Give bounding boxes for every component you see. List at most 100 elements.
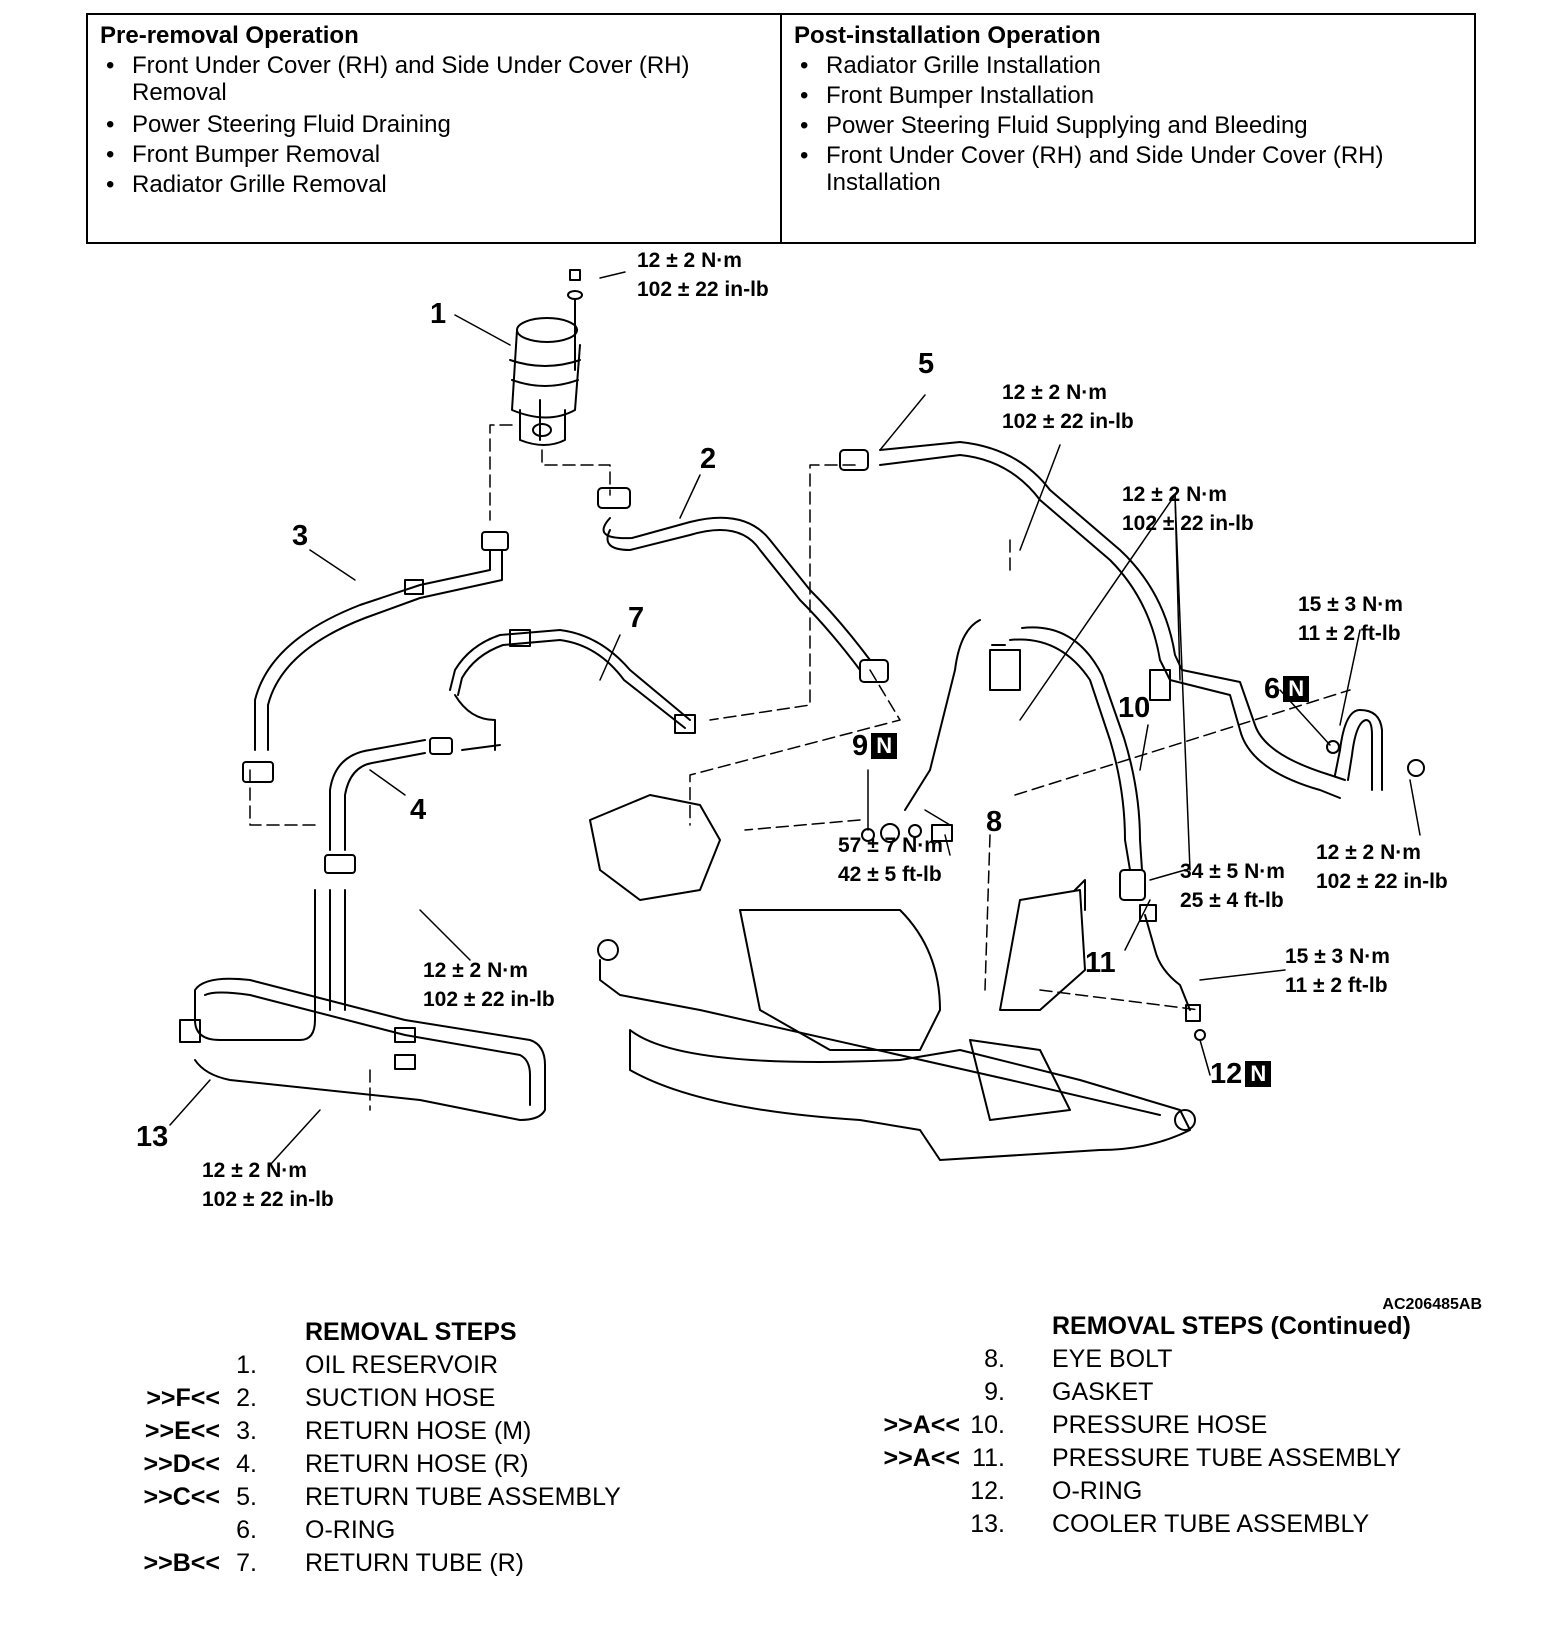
torque-imperial: 102 ± 22 in-lb <box>1316 870 1448 893</box>
figure-code: AC206485AB <box>1382 1296 1482 1313</box>
step-text: RETURN HOSE (R) <box>305 1450 529 1478</box>
step-number: 3. <box>236 1417 257 1445</box>
cooler-tube-assembly-drawing <box>179 889 546 1121</box>
new-part-mark: N <box>1245 1061 1272 1087</box>
step-text: RETURN TUBE ASSEMBLY <box>305 1483 621 1511</box>
suction-hose-drawing <box>597 487 889 683</box>
list-item: Radiator Grille Removal <box>106 170 768 200</box>
step-ref: >>A<< <box>883 1411 960 1439</box>
callout-12-number: 12 <box>1210 1058 1243 1090</box>
torque-metric: 12 ± 2 N·m <box>637 249 742 272</box>
step-text: O-RING <box>1052 1477 1143 1505</box>
callout-2: 2 <box>700 443 717 475</box>
return-hose-m-drawing <box>242 531 509 783</box>
return-tube-drawing <box>449 629 696 751</box>
torque-metric: 12 ± 2 N·m <box>423 959 528 982</box>
torque-metric: 12 ± 2 N·m <box>1002 381 1107 404</box>
callout-4: 4 <box>410 794 427 826</box>
step-number: 10. <box>970 1411 1005 1439</box>
step-number: 11. <box>972 1444 1005 1472</box>
torque-metric: 12 ± 2 N·m <box>1122 483 1227 506</box>
torque-imperial: 42 ± 5 ft-lb <box>838 863 942 886</box>
post-installation-list: Radiator Grille Installation Front Bumpe… <box>794 51 1462 195</box>
torque-imperial: 102 ± 22 in-lb <box>1002 410 1134 433</box>
list-item: Front Bumper Removal <box>106 140 768 170</box>
parts-drawing <box>169 269 1425 1166</box>
torque-leader-lines <box>269 271 1421 1166</box>
step-text: RETURN HOSE (M) <box>305 1417 532 1445</box>
removal-steps-title: REMOVAL STEPS <box>305 1318 517 1346</box>
step-number: 5. <box>236 1483 257 1511</box>
pre-removal-list: Front Under Cover (RH) and Side Under Co… <box>100 51 768 200</box>
list-item-text: Power Steering Fluid Draining <box>132 111 451 138</box>
list-item-text: Front Bumper Removal <box>132 141 381 168</box>
callout-13: 13 <box>136 1121 169 1153</box>
list-item: Power Steering Fluid Supplying and Bleed… <box>800 111 1462 141</box>
list-item: Radiator Grille Installation <box>800 51 1462 81</box>
torque-metric: 12 ± 2 N·m <box>1316 841 1421 864</box>
step-text: GASKET <box>1052 1378 1154 1406</box>
list-item: 12. O-RING <box>0 1475 1568 1508</box>
torque-imperial: 102 ± 22 in-lb <box>202 1188 334 1211</box>
callout-leader-lines <box>169 314 1331 1126</box>
step-number: 9. <box>984 1378 1005 1406</box>
torque-label: 12 ± 2 N·m 102 ± 22 in-lb <box>1316 838 1448 896</box>
list-item: Power Steering Fluid Draining <box>106 110 768 140</box>
torque-imperial: 102 ± 22 in-lb <box>423 988 555 1011</box>
callout-6-number: 6 <box>1264 673 1281 705</box>
step-ref: >>B<< <box>143 1549 220 1577</box>
step-number: 8. <box>984 1345 1005 1373</box>
callout-10: 10 <box>1118 692 1151 724</box>
operations-table: Pre-removal Operation Front Under Cover … <box>86 13 1476 244</box>
assembly-guide-lines <box>249 424 1351 1111</box>
callout-9-number: 9 <box>852 730 869 762</box>
step-ref: >>E<< <box>144 1417 220 1445</box>
list-item-text: Radiator Grille Removal <box>132 171 387 198</box>
step-ref: >>C<< <box>143 1483 220 1511</box>
list-item-text: Front Under Cover (RH) and Side Under Co… <box>826 142 1384 169</box>
list-item: Front Under Cover (RH) and Side Under Co… <box>800 141 1462 196</box>
list-item-text: Installation <box>826 169 941 196</box>
list-item-text: Power Steering Fluid Supplying and Bleed… <box>826 112 1308 139</box>
step-text: EYE BOLT <box>1052 1345 1173 1373</box>
pressure-hose-drawing <box>904 619 1146 901</box>
callout-8: 8 <box>986 806 1003 838</box>
step-number: 2. <box>236 1384 257 1412</box>
step-text: COOLER TUBE ASSEMBLY <box>1052 1510 1370 1538</box>
torque-imperial: 25 ± 4 ft-lb <box>1180 889 1284 912</box>
pre-removal-column: Pre-removal Operation Front Under Cover … <box>88 15 780 242</box>
steering-gear-drawing <box>589 794 1196 1161</box>
eye-bolt-drawing <box>861 823 953 843</box>
list-item-text: Removal <box>132 79 227 106</box>
list-item: 1.OIL RESERVOIR <box>0 1349 800 1382</box>
list-item: 8. EYE BOLT <box>0 1343 1568 1376</box>
pressure-tube-assembly-drawing <box>1139 904 1206 1041</box>
step-text: PRESSURE HOSE <box>1052 1411 1268 1439</box>
torque-imperial: 11 ± 2 ft-lb <box>1298 622 1401 645</box>
step-text: O-RING <box>305 1516 396 1544</box>
torque-metric: 15 ± 3 N·m <box>1285 945 1390 968</box>
torque-label: 57 ± 7 N·m 42 ± 5 ft-lb <box>838 831 943 889</box>
step-text: SUCTION HOSE <box>305 1384 496 1412</box>
list-item: >>D<<4.RETURN HOSE (R) <box>0 1448 800 1481</box>
torque-imperial: 102 ± 22 in-lb <box>637 278 769 301</box>
list-item: 13.COOLER TUBE ASSEMBLY <box>0 1508 1568 1541</box>
torque-label: 12 ± 2 N·m 102 ± 22 in-lb <box>423 956 555 1014</box>
pre-removal-title: Pre-removal Operation <box>100 22 359 49</box>
torque-metric: 57 ± 7 N·m <box>838 834 943 857</box>
step-number: 12. <box>970 1477 1005 1505</box>
callout-1: 1 <box>430 298 447 330</box>
step-text: OIL RESERVOIR <box>305 1351 499 1379</box>
post-installation-title: Post-installation Operation <box>794 22 1101 49</box>
list-item: Front Bumper Installation <box>800 81 1462 111</box>
list-item: >>F<<2.SUCTION HOSE <box>0 1382 800 1415</box>
step-number: 4. <box>236 1450 257 1478</box>
